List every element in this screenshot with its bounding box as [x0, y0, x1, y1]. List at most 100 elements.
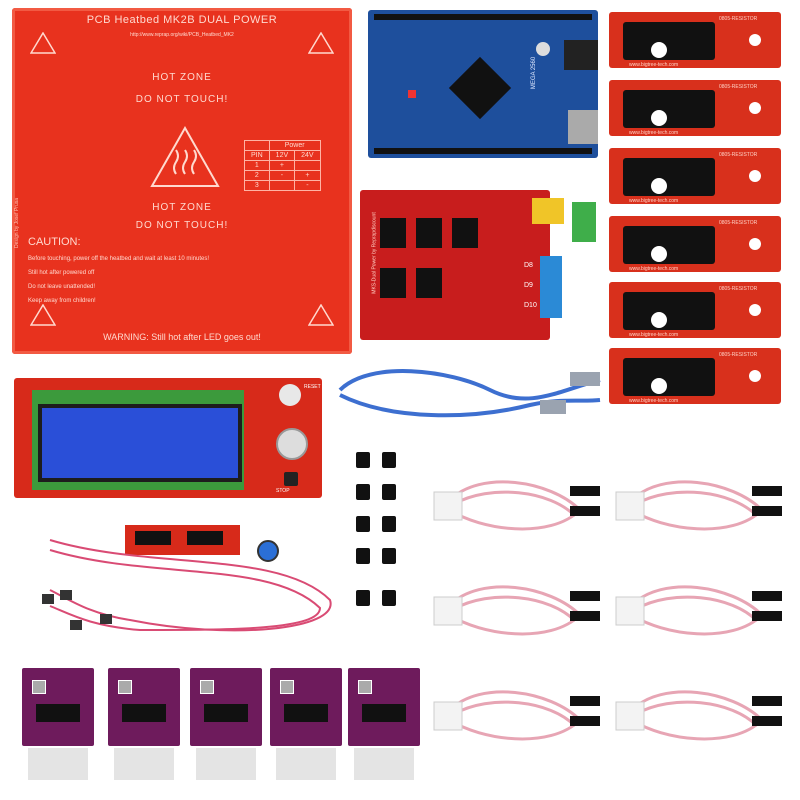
- switch-body: [623, 90, 715, 128]
- hot-surface-warning-icon: [308, 32, 334, 54]
- driver-socket: [452, 218, 478, 248]
- driver-pins: [28, 748, 88, 780]
- cable-connector: [433, 701, 463, 731]
- buzzer: [279, 384, 301, 406]
- contrast-knob: [257, 540, 279, 562]
- usb-port: [568, 110, 598, 144]
- driver-pins: [114, 748, 174, 780]
- endstop-module: www.bigtree-tech.com 0805-RESISTOR: [609, 282, 781, 338]
- jumper-cap: [356, 590, 370, 606]
- caution-line: Keep away from children!: [28, 298, 96, 304]
- driver-pins: [276, 748, 336, 780]
- endstop-url: www.bigtree-tech.com: [629, 198, 679, 204]
- power-cell: 2: [244, 170, 270, 181]
- wire-connector: [100, 614, 112, 624]
- lcd-controller: RESET STOP: [14, 378, 322, 498]
- endstop-resistor: 0805-RESISTOR: [719, 84, 758, 90]
- mounting-hole: [749, 34, 761, 46]
- endstop-resistor: 0805-RESISTOR: [719, 352, 758, 358]
- power-col: 12V: [268, 150, 296, 161]
- mounting-hole: [749, 170, 761, 182]
- driver-socket: [380, 268, 406, 298]
- jumper-cap: [382, 452, 396, 468]
- side-credit: Design by Josef Prusa: [14, 197, 20, 248]
- caution-line: Before touching, power off the heatbed a…: [28, 256, 210, 262]
- cable-connector: [615, 701, 645, 731]
- reset-button: [408, 90, 416, 98]
- switch-circle: [651, 178, 667, 194]
- cable-end: [752, 611, 782, 621]
- endstop-module: www.bigtree-tech.com 0805-RESISTOR: [609, 80, 781, 136]
- mega-label: MEGA 2560: [531, 56, 538, 90]
- mounting-hole: [749, 102, 761, 114]
- motor-cable: [433, 690, 600, 741]
- caution-line: Do not leave unattended!: [28, 284, 96, 290]
- endstop-resistor: 0805-RESISTOR: [719, 152, 758, 158]
- usb-cable: [338, 369, 601, 418]
- cable-end: [752, 716, 782, 726]
- power-cell: 3: [244, 180, 270, 191]
- power-cell: -: [294, 180, 321, 191]
- power-cell: +: [294, 170, 321, 181]
- endstop-wires: [42, 539, 332, 632]
- mega-2560-board: MEGA 2560: [368, 10, 598, 158]
- endstop-resistor: 0805-RESISTOR: [719, 220, 758, 226]
- driver-potentiometer: [118, 680, 132, 694]
- cable-end: [752, 696, 782, 706]
- stepper-driver: [108, 668, 180, 780]
- header-pins: [374, 148, 592, 154]
- driver-pins: [354, 748, 414, 780]
- cable-connector: [433, 596, 463, 626]
- driver-socket: [416, 268, 442, 298]
- stepper-driver: [270, 668, 342, 780]
- usb-b-plug: [540, 400, 566, 414]
- endstop-url: www.bigtree-tech.com: [629, 332, 679, 338]
- do-not-touch-label: DO NOT TOUCH!: [135, 220, 229, 231]
- stop-button: [284, 472, 298, 486]
- usb-a-plug: [570, 372, 600, 386]
- cable-end: [752, 486, 782, 496]
- cable-connector: [615, 491, 645, 521]
- heatbed-url: http://www.reprap.org/wiki/PCB_Heatbed_M…: [130, 32, 234, 38]
- motor-cable: [615, 480, 782, 531]
- driver-potentiometer: [200, 680, 214, 694]
- motor-cable: [433, 480, 600, 531]
- power-col: 24V: [294, 150, 321, 161]
- driver-chip: [284, 704, 328, 722]
- mounting-hole: [749, 370, 761, 382]
- reset-label: RESET: [304, 384, 321, 390]
- hot-surface-warning-icon: [30, 304, 56, 326]
- mounting-hole: [749, 304, 761, 316]
- driver-chip: [362, 704, 406, 722]
- motor-cable: [433, 585, 600, 636]
- power-terminal: [572, 202, 596, 242]
- switch-body: [623, 292, 715, 330]
- endstop-resistor: 0805-RESISTOR: [719, 286, 758, 292]
- capacitor: [536, 42, 550, 56]
- heatbed-board: PCB Heatbed MK2B DUAL POWER http://www.r…: [12, 8, 352, 354]
- cable-end: [570, 716, 600, 726]
- switch-body: [623, 22, 715, 60]
- ribbon-header: [135, 531, 171, 545]
- wire-connector: [60, 590, 72, 600]
- cable-connector: [615, 596, 645, 626]
- driver-socket: [416, 218, 442, 248]
- endstop-resistor: 0805-RESISTOR: [719, 16, 758, 22]
- power-col: PIN: [244, 150, 270, 161]
- endstop-url: www.bigtree-tech.com: [629, 130, 679, 136]
- endstop-module: www.bigtree-tech.com 0805-RESISTOR: [609, 216, 781, 272]
- heatbed-title: PCB Heatbed MK2B DUAL POWER: [86, 14, 278, 26]
- mounting-hole: [749, 238, 761, 250]
- driver-chip: [36, 704, 80, 722]
- hot-surface-warning-icon: [150, 126, 220, 187]
- jumper-cap: [382, 590, 396, 606]
- ramps-label: MKS-Dual Power by Reprapdiscount: [371, 212, 378, 294]
- power-cell: +: [268, 160, 296, 171]
- stop-label: STOP: [276, 488, 290, 494]
- cable-end: [570, 696, 600, 706]
- switch-circle: [651, 110, 667, 126]
- power-table-header: Power: [268, 140, 321, 151]
- lcd-adapter-board: [125, 525, 240, 555]
- driver-chip: [122, 704, 166, 722]
- switch-circle: [651, 246, 667, 262]
